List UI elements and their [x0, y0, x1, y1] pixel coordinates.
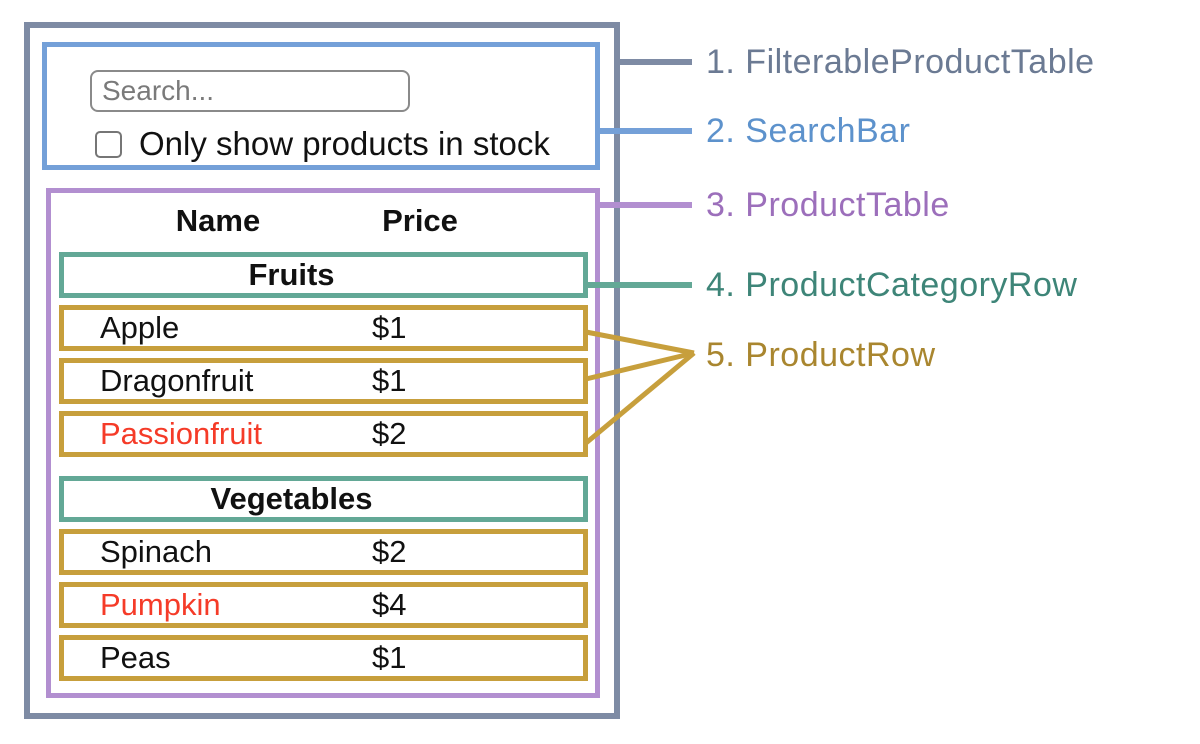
product-name: Dragonfruit [100, 363, 254, 398]
annotation-product-table: 3. ProductTable [706, 186, 950, 224]
product-name: Passionfruit [100, 416, 262, 451]
product-row: Apple $1 [59, 305, 588, 351]
product-category-row: Fruits [59, 252, 588, 298]
product-table-header: Name Price [64, 200, 583, 242]
product-price: $1 [372, 363, 407, 398]
product-price: $2 [372, 534, 407, 569]
in-stock-checkbox-label: Only show products in stock [139, 125, 550, 162]
in-stock-checkbox[interactable] [95, 130, 122, 158]
product-category-row: Vegetables [59, 476, 588, 522]
product-name: Spinach [100, 534, 213, 569]
product-name: Peas [100, 640, 171, 675]
product-row: Peas $1 [59, 635, 588, 681]
product-price: $1 [372, 640, 407, 675]
price-column-header: Price [382, 203, 458, 238]
product-row: Pumpkin $4 [59, 582, 588, 628]
stock-filter-row: Only show products in stock [95, 125, 550, 162]
product-price: $1 [372, 310, 407, 345]
product-name: Pumpkin [100, 587, 221, 622]
product-name: Apple [100, 310, 180, 345]
name-column-header: Name [175, 203, 261, 238]
product-price: $2 [372, 416, 407, 451]
annotation-search-bar: 2. SearchBar [706, 112, 911, 150]
category-label: Vegetables [210, 481, 373, 516]
annotation-filterable-product-table: 1. FilterableProductTable [706, 43, 1095, 81]
category-label: Fruits [248, 257, 335, 292]
product-row: Spinach $2 [59, 529, 588, 575]
product-row: Dragonfruit $1 [59, 358, 588, 404]
product-row: Passionfruit $2 [59, 411, 588, 457]
search-input[interactable] [90, 70, 410, 112]
annotation-product-row: 5. ProductRow [706, 336, 936, 374]
product-price: $4 [372, 587, 407, 622]
annotation-product-category-row: 4. ProductCategoryRow [706, 266, 1078, 304]
